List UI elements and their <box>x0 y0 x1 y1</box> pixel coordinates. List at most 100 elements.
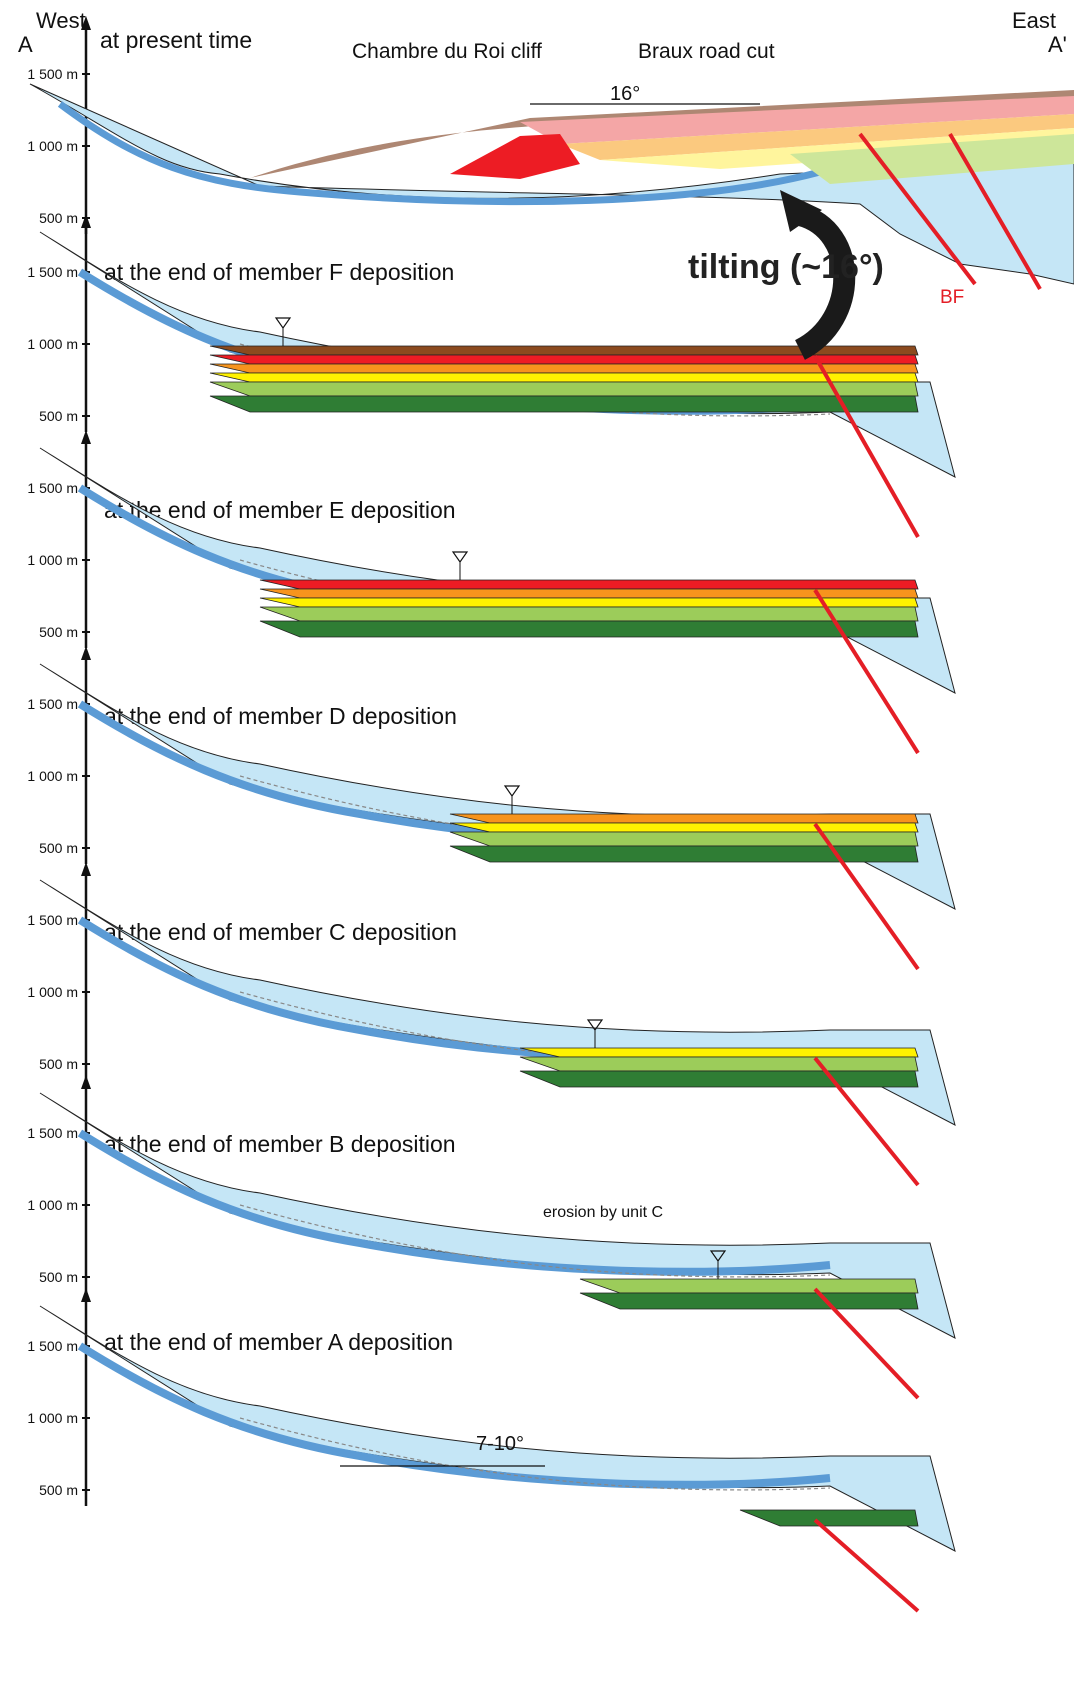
unit-b-layer <box>519 1056 919 1072</box>
axis-tick-label: 1 500 m <box>27 912 78 928</box>
axis-tick-label: 1 000 m <box>27 768 78 784</box>
axis-tick-label: 500 m <box>39 624 78 640</box>
unit-e-layer <box>520 96 1074 144</box>
axis-tick-label: 1 500 m <box>27 66 78 82</box>
present-dip-angle: 16° <box>610 83 640 105</box>
axis-tick-label: 500 m <box>39 210 78 226</box>
unit-c-layer <box>600 128 1074 169</box>
fault-line <box>813 588 920 755</box>
unit-b-layer <box>790 134 1074 184</box>
unit-a-layer <box>579 1292 919 1310</box>
unit-b-layer <box>579 1278 919 1294</box>
fault-line <box>858 132 977 286</box>
unit-a-layer <box>259 620 919 638</box>
axis-tick-label: 1 000 m <box>27 984 78 1000</box>
a-right-label: A' <box>1048 32 1067 57</box>
red-wedge <box>450 134 580 179</box>
erosion-label: erosion by unit C <box>543 1204 663 1221</box>
panel-member-e: 1 500 m 1 000 m 500 m at the end of member … <box>27 430 956 755</box>
water-level-icon <box>274 317 292 330</box>
pre-erosion-surface <box>239 991 831 1065</box>
axis-arrow-icon <box>81 646 91 660</box>
axis-tick-label: 1 500 m <box>27 264 78 280</box>
panel-title: at the end of member D deposition <box>104 703 457 729</box>
pre-erosion-surface <box>239 1417 831 1491</box>
boundary-fault-label: BF <box>940 287 964 308</box>
unit-b-layer <box>259 606 919 622</box>
water-level-icon <box>503 785 521 798</box>
roadcut-label: Braux road cut <box>638 40 775 63</box>
unit-d-layer <box>259 588 919 599</box>
unit-e-layer <box>259 579 919 590</box>
unit-b-layer <box>449 831 919 847</box>
axis-tick-label: 1 000 m <box>27 138 78 154</box>
fault-line <box>813 1518 920 1613</box>
unit-a-layer <box>519 1070 919 1088</box>
panel-member-f: 1 500 m 1 000 m 500 m at the end of member … <box>27 214 956 538</box>
axis-tick-label: 500 m <box>39 1056 78 1072</box>
tilting-arrow-icon <box>780 190 856 360</box>
axis-arrow-icon <box>81 214 91 228</box>
panel-title: at the end of member B deposition <box>104 1131 456 1157</box>
unit-a-layer <box>209 395 919 413</box>
axis-tick-label: 1 000 m <box>27 336 78 352</box>
panel-title: at the end of member C deposition <box>104 919 457 945</box>
panel-title: at the end of member F deposition <box>104 259 454 285</box>
axis-arrow-icon <box>81 862 91 876</box>
pre-erosion-surface <box>239 1204 831 1278</box>
basal-bed <box>57 101 821 206</box>
axis-arrow-icon <box>81 1288 91 1302</box>
fault-line <box>813 1056 920 1187</box>
axis-tick-label: 1 000 m <box>27 552 78 568</box>
unit-a-layer <box>739 1509 919 1527</box>
unit-c-layer <box>519 1047 919 1058</box>
unit-d-layer <box>560 114 1074 160</box>
basin-fill <box>29 83 1074 285</box>
unit-d-layer <box>209 363 919 374</box>
axis-tick-label: 1 000 m <box>27 1410 78 1426</box>
basin-fill <box>39 1092 956 1339</box>
unit-e-layer <box>209 354 919 365</box>
axis-arrow-icon <box>81 16 91 30</box>
basin-fill <box>39 879 956 1126</box>
axis-tick-label: 1 000 m <box>27 1197 78 1213</box>
east-label: East <box>1012 8 1056 33</box>
unit-c-layer <box>449 822 919 833</box>
unit-b-layer <box>209 381 919 397</box>
fault-line <box>813 822 920 971</box>
west-label: West <box>36 8 86 33</box>
fault-line <box>948 132 1042 291</box>
unit-d-layer <box>449 813 919 824</box>
panel-present-time: 1 500 m 1 000 m 500 m at present time <box>27 16 1074 291</box>
panel-title: at the end of member A deposition <box>104 1329 453 1355</box>
axis-arrow-icon <box>81 1075 91 1089</box>
water-level-icon <box>586 1019 604 1032</box>
panel-title: at present time <box>100 27 252 53</box>
unit-c-layer <box>209 372 919 383</box>
axis-tick-label: 1 500 m <box>27 1338 78 1354</box>
panel-member-c: 1 500 m 1 000 m 500 m at the end of member … <box>27 862 956 1187</box>
cliff-label: Chambre du Roi cliff <box>352 40 542 63</box>
axis-tick-label: 500 m <box>39 1269 78 1285</box>
fault-line <box>813 355 920 538</box>
fault-line <box>813 1287 920 1400</box>
basin-fill <box>39 663 956 910</box>
axis-tick-label: 1 500 m <box>27 696 78 712</box>
unit-f-layer <box>209 345 919 356</box>
basal-bed <box>77 1342 831 1489</box>
panel-member-d: 1 500 m 1 000 m 500 m at the end of member … <box>27 646 956 971</box>
tilting-label: tilting (~16°) <box>688 248 884 286</box>
axis-tick-label: 500 m <box>39 840 78 856</box>
axis-tick-label: 500 m <box>39 408 78 424</box>
basin-fill <box>39 447 956 694</box>
water-level-icon <box>709 1250 727 1263</box>
unit-c-layer <box>259 597 919 608</box>
axis-arrow-icon <box>81 430 91 444</box>
panel-member-b: 1 500 m 1 000 m 500 m at the end of member … <box>27 1075 956 1400</box>
unit-a-layer <box>449 845 919 863</box>
basin-fill <box>39 1305 956 1552</box>
axis-tick-label: 1 500 m <box>27 480 78 496</box>
member-a-dip-angle: 7-10° <box>476 1433 524 1455</box>
